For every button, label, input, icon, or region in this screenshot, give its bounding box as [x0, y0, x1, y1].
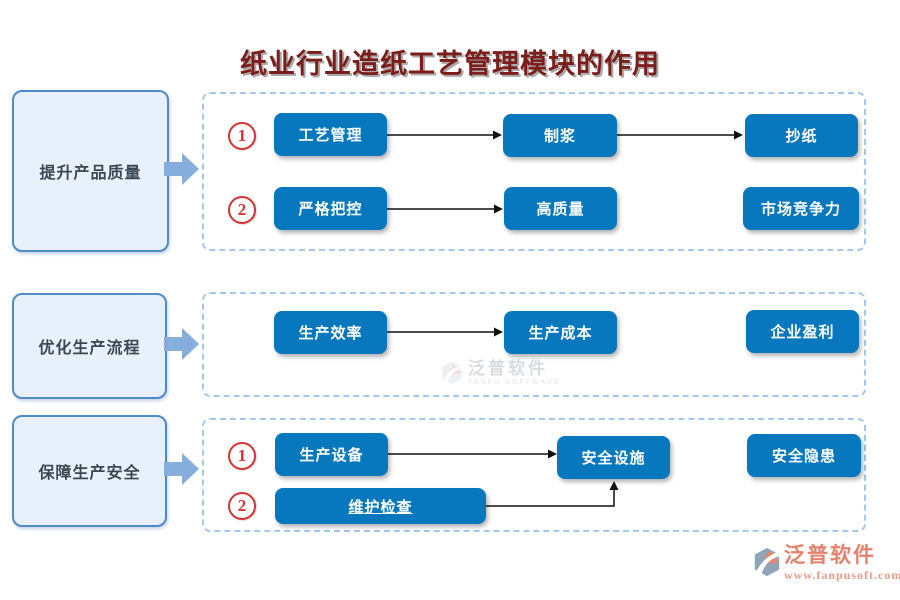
node-label: 维护检查	[348, 498, 413, 516]
node-safety-hazard: 安全隐患	[747, 434, 861, 477]
section-label-optimize-process: 优化生产流程	[12, 293, 167, 399]
node-label: 生产效率	[298, 325, 363, 342]
node-label: 安全隐患	[771, 448, 836, 465]
panel-improve-quality: 1 工艺管理 制浆 抄纸 2 严格把控 高质量 市场竞争力	[202, 92, 866, 251]
step-number-2: 2	[228, 196, 256, 224]
section-label-text: 保障生产安全	[38, 465, 141, 482]
node-maintenance-inspection: 维护检查	[275, 488, 486, 524]
center-watermark: 泛普软件 FANPU SOFTWARE	[440, 360, 561, 386]
node-craft-management: 工艺管理	[274, 113, 387, 156]
node-label: 工艺管理	[298, 127, 363, 144]
node-label: 生产成本	[528, 325, 593, 342]
section-label-text: 提升产品质量	[39, 165, 142, 182]
node-strict-control: 严格把控	[274, 187, 387, 230]
node-production-efficiency: 生产效率	[274, 311, 387, 354]
watermark-subtitle: FANPU SOFTWARE	[468, 379, 561, 386]
step-number-2: 2	[228, 492, 256, 520]
step-number-1: 1	[228, 442, 256, 470]
node-label: 安全设施	[581, 450, 646, 467]
section-label-ensure-safety: 保障生产安全	[12, 415, 167, 527]
panel-ensure-safety: 1 生产设备 安全设施 安全隐患 2 维护检查	[202, 418, 866, 532]
node-label: 严格把控	[298, 201, 363, 218]
node-production-cost: 生产成本	[504, 311, 617, 354]
block-arrow-icon	[164, 453, 199, 485]
node-market-competitiveness: 市场竞争力	[743, 187, 859, 230]
block-arrow-icon	[164, 328, 199, 360]
node-label: 生产设备	[299, 447, 364, 464]
node-label: 高质量	[536, 201, 585, 218]
corner-watermark: 泛普软件 www.fanpusoft.com	[752, 545, 900, 581]
panel-optimize-process: 生产效率 生产成本 企业盈利	[202, 292, 866, 397]
section-label-improve-quality: 提升产品质量	[12, 90, 169, 252]
watermark-brand: 泛普软件	[784, 544, 876, 567]
block-arrow-icon	[164, 153, 199, 185]
node-papermaking: 抄纸	[745, 114, 858, 157]
node-high-quality: 高质量	[504, 187, 617, 230]
node-label: 市场竞争力	[760, 201, 841, 218]
fanpu-logo-icon	[754, 547, 781, 577]
node-label: 抄纸	[785, 128, 818, 145]
node-label: 制浆	[543, 128, 576, 145]
fanpu-logo-icon	[442, 361, 463, 385]
page-title: 纸业行业造纸工艺管理模块的作用	[240, 49, 660, 79]
node-safety-facilities: 安全设施	[557, 436, 670, 479]
step-number-1: 1	[228, 122, 256, 150]
watermark-brand: 泛普软件	[468, 359, 548, 378]
section-label-text: 优化生产流程	[38, 340, 141, 357]
node-enterprise-profit: 企业盈利	[746, 310, 859, 353]
watermark-url: www.fanpusoft.com	[784, 568, 900, 582]
node-production-equipment: 生产设备	[275, 433, 388, 476]
node-label: 企业盈利	[770, 324, 835, 341]
node-pulping: 制浆	[503, 114, 617, 157]
